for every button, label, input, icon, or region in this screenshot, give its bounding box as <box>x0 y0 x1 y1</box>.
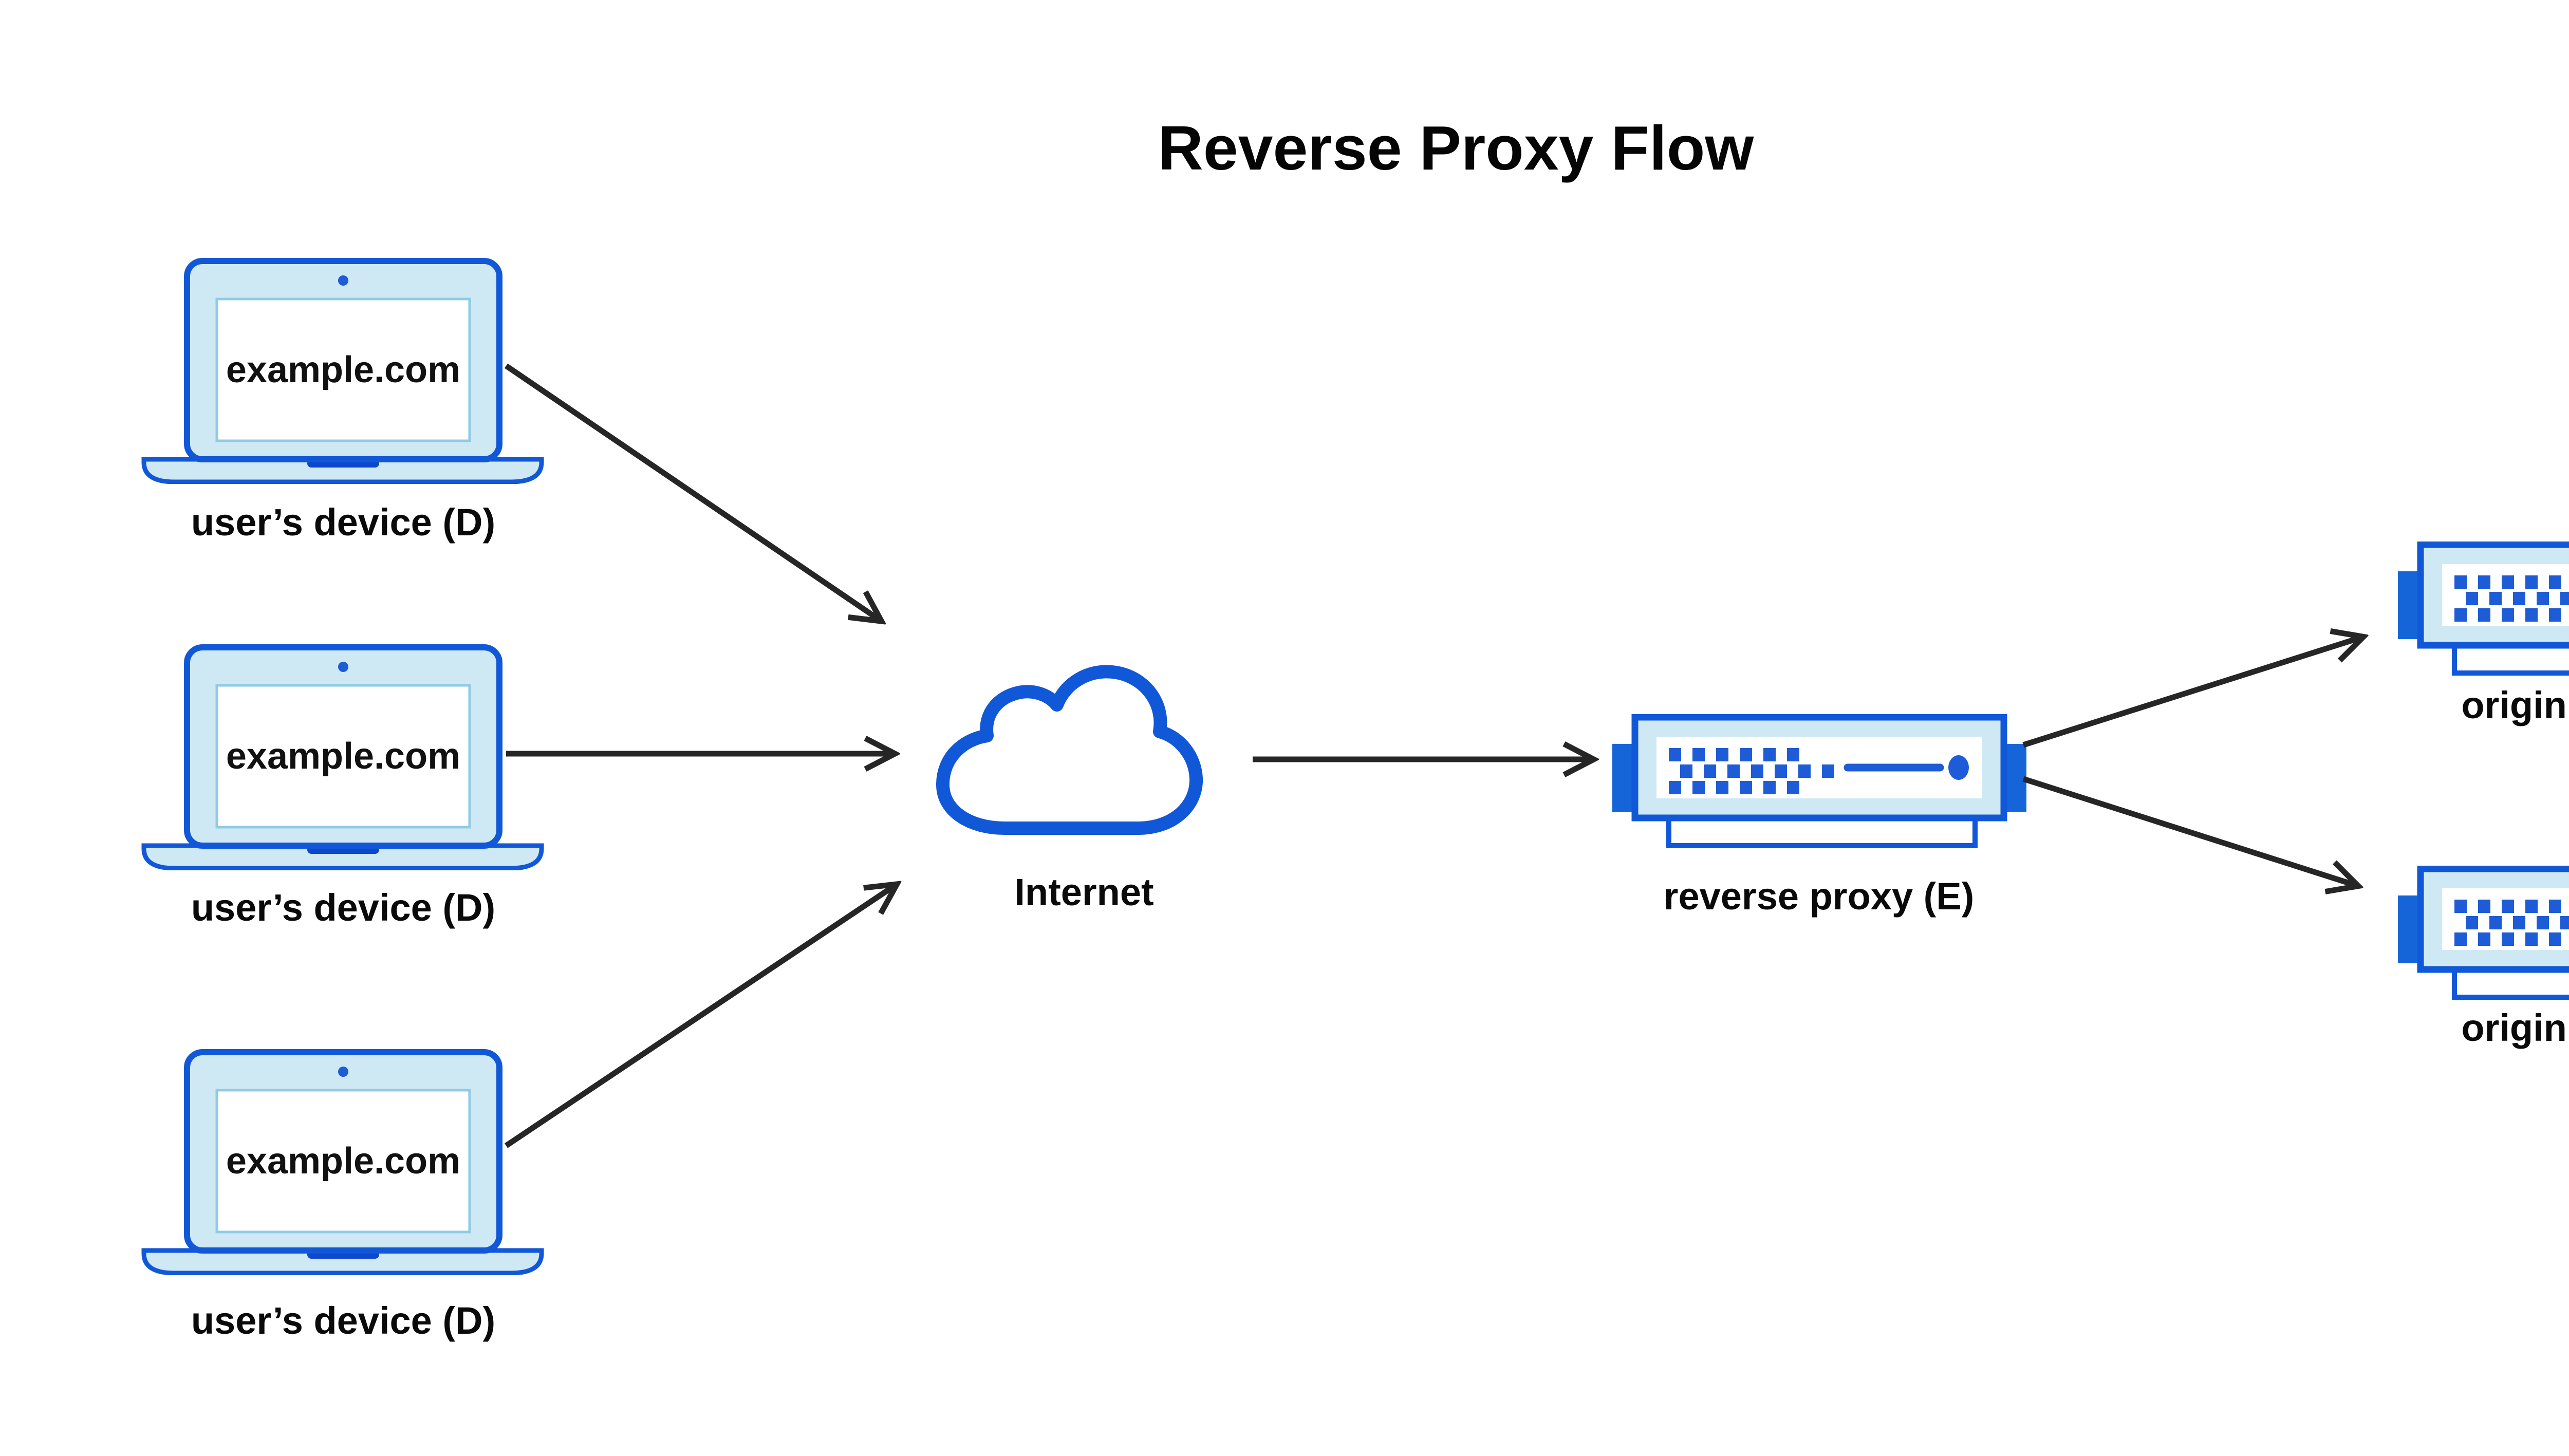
origin-server-2 <box>2397 866 2569 1004</box>
device-2-screen-text: example.com <box>226 736 461 777</box>
device-3-label: user’s device (D) <box>191 1299 496 1342</box>
internet-node <box>927 654 1220 849</box>
origin-server-1 <box>2397 542 2569 680</box>
origin-server-2-label: origin server (F) <box>2461 1006 2569 1049</box>
server-icon <box>2397 542 2569 680</box>
reverse-proxy-label: reverse proxy (E) <box>1663 875 1975 918</box>
page-title: Reverse Proxy Flow <box>1158 113 1754 183</box>
arrow-proxy-to-origin2 <box>2022 776 2357 886</box>
server-icon <box>2397 866 2569 1004</box>
reverse-proxy-node <box>1611 714 2027 853</box>
cloud-icon <box>936 665 1203 835</box>
device-3-screen-text: example.com <box>226 1141 461 1182</box>
internet-label: Internet <box>1014 871 1154 913</box>
server-icon <box>1611 714 2027 853</box>
origin-server-1-label: origin server (F) <box>2461 684 2569 726</box>
device-1-screen-text: example.com <box>226 349 461 390</box>
arrow-device1-to-internet <box>504 363 881 621</box>
device-1-label: user’s device (D) <box>191 501 496 544</box>
arrow-device3-to-internet <box>504 885 896 1148</box>
arrow-proxy-to-origin1 <box>2022 637 2362 748</box>
device-2-label: user’s device (D) <box>191 886 496 929</box>
